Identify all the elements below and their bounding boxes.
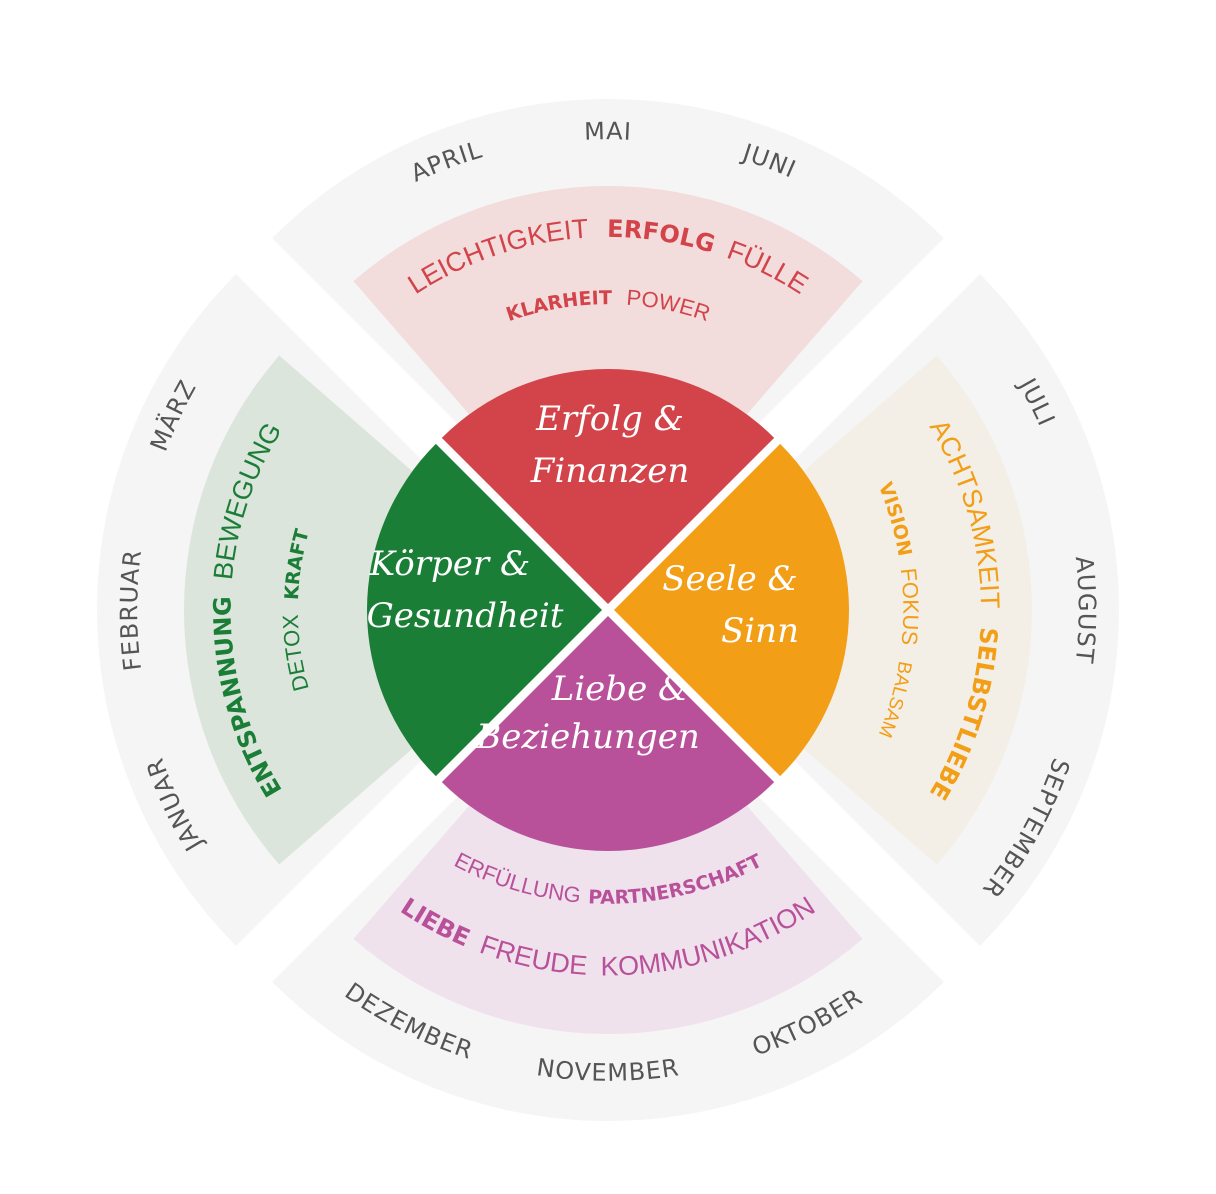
title-erfolg-finanzen-line2: Finanzen — [530, 451, 689, 491]
life-area-quadrant-bottom — [441, 616, 775, 851]
life-area-quadrant-right — [614, 443, 849, 777]
life-area-quadrant-left — [367, 443, 602, 777]
keyword: FOKUS — [896, 567, 924, 647]
title-koerper-gesundheit-line2: Gesundheit — [367, 596, 564, 636]
title-liebe-beziehungen-line1: Liebe & — [551, 669, 689, 709]
title-seele-sinn-line1: Seele & — [662, 559, 798, 599]
month-label: FEBRUAR — [115, 548, 147, 673]
life-area-quadrants — [367, 369, 849, 851]
life-area-quadrant-top — [441, 369, 775, 604]
month-label: MAI — [584, 117, 633, 146]
month-label: NOVEMBER — [535, 1053, 681, 1087]
title-seele-sinn-line2: Sinn — [721, 611, 799, 651]
title-liebe-beziehungen-line2: Beziehungen — [475, 717, 700, 757]
quadrant-titles: Erfolg & Finanzen Seele & Sinn Liebe & B… — [367, 399, 799, 757]
title-koerper-gesundheit-line1: Körper & — [369, 544, 530, 584]
title-erfolg-finanzen-line1: Erfolg & — [535, 399, 684, 439]
